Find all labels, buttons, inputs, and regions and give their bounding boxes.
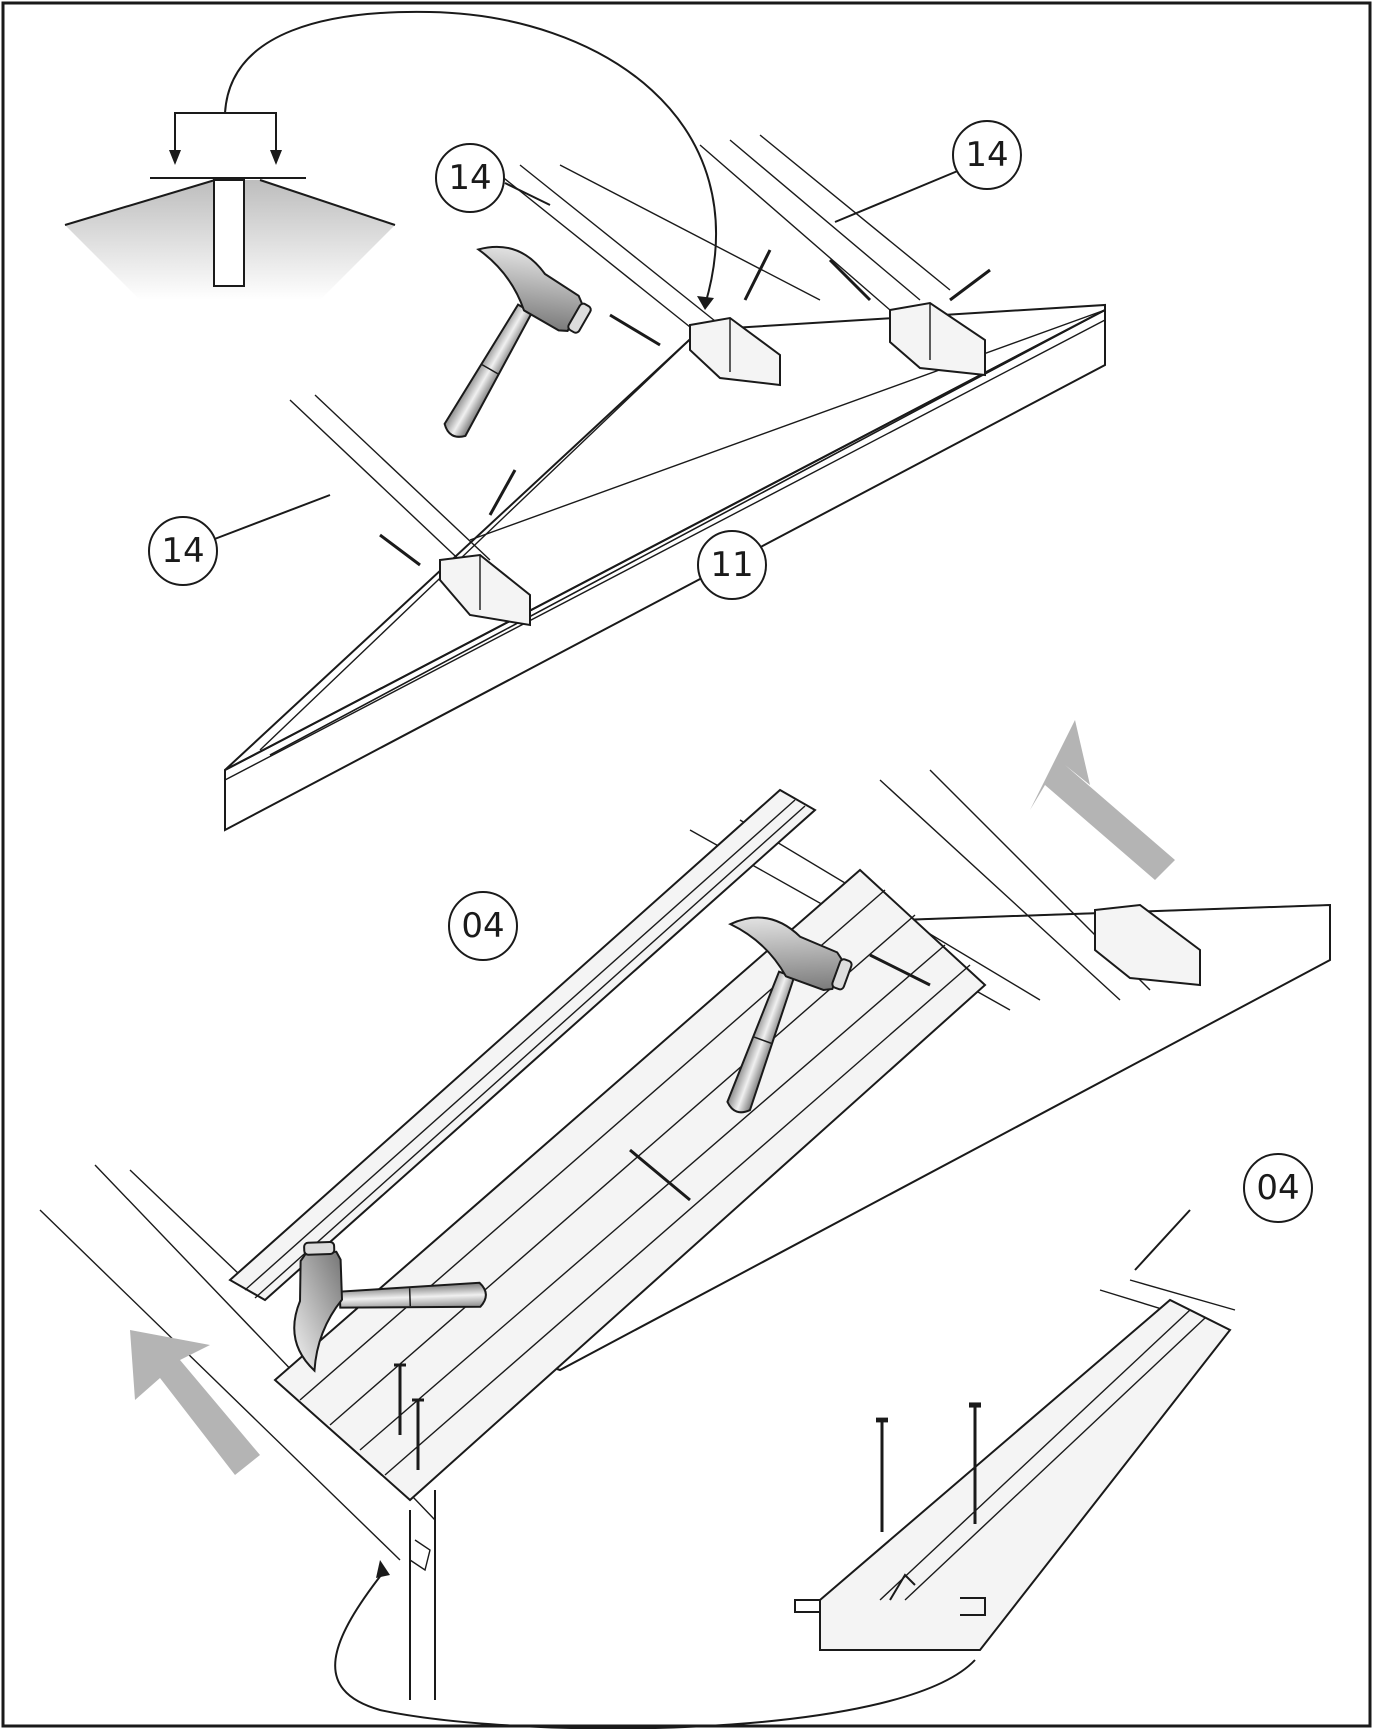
nail-icon — [609, 313, 661, 347]
part-callout-14-top-left: 14 — [435, 143, 505, 213]
part-callout-04-detail: 04 — [1243, 1153, 1313, 1223]
hammer-icon — [390, 232, 600, 466]
nail-icon — [869, 953, 931, 987]
floor-board-assembly — [39, 769, 1331, 1700]
callout-label: 14 — [965, 135, 1008, 175]
part-callout-11: 11 — [697, 530, 767, 600]
nail-icon — [828, 258, 872, 302]
direction-arrow-icon — [1030, 720, 1175, 880]
callout-label: 14 — [448, 158, 491, 198]
callout-label: 11 — [710, 545, 753, 585]
ridge-beam — [224, 308, 1106, 832]
part-callout-14-top-right: 14 — [952, 120, 1022, 190]
nail-icon — [379, 533, 421, 567]
joist-block — [439, 553, 531, 627]
callout-label: 14 — [161, 531, 204, 571]
direction-arrow-icon — [130, 1330, 260, 1475]
nail-icon — [743, 249, 772, 301]
nail-icon — [949, 268, 991, 302]
floor-board — [273, 868, 987, 1502]
callout-label: 04 — [461, 906, 504, 946]
nail-icon — [876, 1420, 888, 1532]
joist-block — [689, 316, 781, 387]
joist-block — [1094, 903, 1201, 987]
post-detail-inset — [64, 10, 717, 310]
part-callout-04-middle: 04 — [448, 891, 518, 961]
joist-block — [889, 301, 986, 377]
nail-icon — [488, 469, 517, 516]
part-callout-14-left: 14 — [148, 516, 218, 586]
nail-icon — [629, 1148, 691, 1202]
callout-label: 04 — [1256, 1168, 1299, 1208]
board-profile-detail — [334, 1279, 1236, 1730]
ridge-beam-assembly — [224, 134, 1106, 832]
